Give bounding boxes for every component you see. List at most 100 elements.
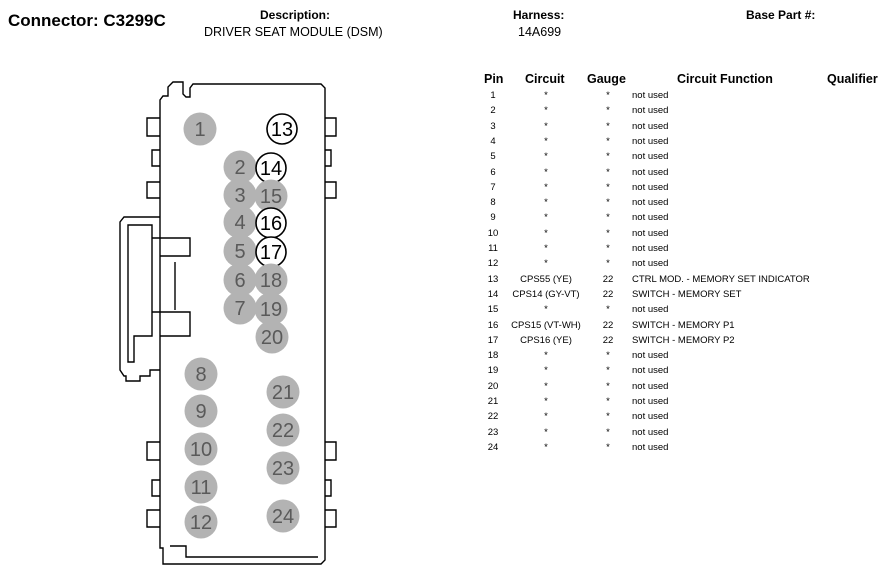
function-cell: not used: [632, 151, 669, 163]
circuit-cell: *: [544, 90, 548, 101]
pin-6: 6: [223, 263, 257, 297]
unused-pin-circle: [184, 357, 218, 391]
unused-pin-circle: [266, 451, 300, 485]
circuit-cell: *: [544, 243, 548, 254]
pin-3: 3: [223, 178, 257, 212]
function-cell: not used: [632, 258, 669, 270]
function-cell: not used: [632, 304, 669, 316]
gauge-cell: *: [606, 243, 610, 254]
function-cell: not used: [632, 197, 669, 209]
function-cell: not used: [632, 166, 669, 178]
pin-number-label: 5: [234, 241, 245, 263]
function-cell: not used: [632, 227, 669, 239]
pin-number-label: 3: [234, 185, 245, 207]
unused-pin-circle: [223, 205, 257, 239]
unused-pin-circle: [184, 432, 218, 466]
circuit-cell: *: [544, 304, 548, 316]
unused-pin-circle: [255, 320, 289, 354]
pin-number-label: 14: [260, 158, 282, 180]
column-header-qualifier: Qualifier: [827, 72, 878, 86]
circuit-cell: CPS15 (VT-WH): [511, 319, 581, 331]
pin-1: 1: [183, 112, 217, 146]
function-cell: SWITCH - MEMORY P2: [632, 334, 735, 346]
pin-18: 18: [254, 263, 288, 297]
pin-cell: 24: [487, 441, 499, 453]
unused-pin-circle: [223, 178, 257, 212]
circuit-cell: *: [544, 120, 548, 132]
circuit-cell: *: [544, 135, 548, 147]
gauge-cell: 22: [602, 319, 614, 331]
function-cell: not used: [632, 105, 669, 117]
pin-number-label: 6: [234, 270, 245, 292]
unused-pin-circle: [183, 112, 217, 146]
gauge-cell: *: [606, 197, 610, 209]
pin-2: 2: [223, 150, 257, 184]
table-row: 18**not used: [0, 350, 890, 365]
pin-number-label: 24: [272, 506, 294, 528]
pin-16: 16: [255, 207, 287, 239]
pin-14: 14: [255, 152, 287, 184]
unused-pin-circle: [223, 291, 257, 325]
gauge-cell: *: [606, 365, 610, 377]
unused-pin-circle: [184, 505, 218, 539]
unused-pin-circle: [254, 263, 288, 297]
gauge-cell: *: [606, 258, 610, 270]
circuit-cell: *: [544, 380, 548, 392]
pin-cell: 22: [487, 411, 499, 423]
column-header-circuit: Circuit: [525, 72, 565, 86]
unused-pin-circle: [223, 234, 257, 268]
pin-19: 19: [254, 292, 288, 326]
table-row: 5**not used: [0, 151, 890, 166]
gauge-cell: *: [606, 90, 610, 101]
pin-number-label: 9: [195, 401, 206, 423]
function-cell: not used: [632, 212, 669, 224]
gauge-cell: *: [606, 380, 610, 392]
pin-cell: 1: [490, 90, 496, 101]
unused-pin-circle: [184, 394, 218, 428]
function-cell: not used: [632, 350, 669, 362]
pin-11: 11: [184, 470, 218, 504]
unused-pin-circle: [184, 470, 218, 504]
pin-cell: 15: [487, 304, 499, 316]
description-value: DRIVER SEAT MODULE (DSM): [204, 25, 383, 39]
table-row: 23**not used: [0, 427, 890, 442]
pin-cell: 13: [487, 273, 499, 285]
function-cell: not used: [632, 426, 669, 438]
gauge-cell: *: [606, 227, 610, 239]
pin-23: 23: [266, 451, 300, 485]
pin-17: 17: [255, 236, 287, 268]
pin-5: 5: [223, 234, 257, 268]
table-row: 9**not used: [0, 212, 890, 227]
circuit-cell: *: [544, 426, 548, 438]
pin-number-label: 20: [261, 327, 283, 349]
function-cell: not used: [632, 120, 669, 132]
circuit-cell: *: [544, 227, 548, 239]
pin-13: 13: [266, 113, 298, 145]
pin-21: 21: [266, 375, 300, 409]
pin-22: 22: [266, 413, 300, 447]
pin-cell: 6: [490, 166, 496, 178]
table-row: 3**not used: [0, 121, 890, 136]
unused-pin-circle: [266, 413, 300, 447]
circuit-cell: *: [544, 411, 548, 423]
circuit-cell: *: [544, 365, 548, 377]
pin-cell: 14: [487, 288, 499, 300]
unused-pin-circle: [223, 263, 257, 297]
column-header-pin: Pin: [484, 72, 504, 86]
function-cell: not used: [632, 135, 669, 147]
gauge-cell: 22: [602, 273, 614, 285]
pin-cell: 17: [487, 334, 499, 346]
circuit-cell: *: [544, 212, 548, 224]
circuit-cell: *: [544, 350, 548, 362]
column-header-gauge: Gauge: [587, 72, 626, 86]
circuit-cell: CPS55 (YE): [520, 273, 572, 285]
function-cell: not used: [632, 90, 669, 101]
pin-cell: 21: [487, 396, 499, 407]
gauge-cell: *: [606, 120, 610, 132]
table-row: 20**not used: [0, 381, 890, 396]
table-row: 1 * * not used: [0, 90, 890, 105]
table-row: 6**not used: [0, 167, 890, 182]
pin-number-label: 2: [234, 157, 245, 179]
